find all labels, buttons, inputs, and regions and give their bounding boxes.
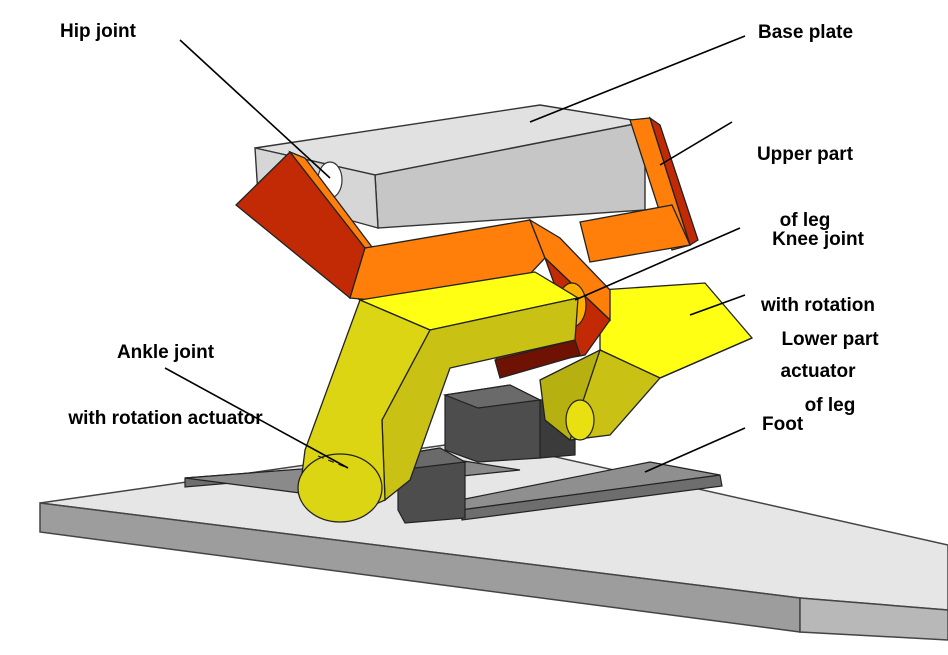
label-upper-leg-line2: of leg xyxy=(779,210,831,231)
label-ankle-line1: Ankle joint xyxy=(116,342,215,363)
label-base-plate: Base plate xyxy=(758,22,854,43)
label-lower-leg: Lower part of leg xyxy=(755,285,905,461)
label-knee-line3: actuator xyxy=(780,361,856,382)
label-ankle-line2: with rotation actuator xyxy=(68,408,263,429)
label-hip-joint: Hip joint xyxy=(60,21,136,42)
leader-lines xyxy=(164,35,746,473)
label-foot: Foot xyxy=(762,414,804,435)
label-knee-joint: Knee joint with rotation actuator xyxy=(728,185,908,427)
label-ankle-joint: Ankle joint with rotation actuator xyxy=(8,298,323,474)
label-lower-leg-line2: of leg xyxy=(804,395,856,416)
label-lower-leg-line1: Lower part xyxy=(781,329,879,350)
lower-leg-front xyxy=(297,271,580,523)
label-knee-line1: Knee joint xyxy=(772,229,864,250)
label-upper-leg-line1: Upper part xyxy=(756,144,854,165)
label-upper-leg: Upper part of leg xyxy=(730,100,880,276)
lower-leg-right xyxy=(539,282,754,442)
label-knee-line2: with rotation xyxy=(761,295,875,316)
foot-block-rear xyxy=(442,384,576,463)
